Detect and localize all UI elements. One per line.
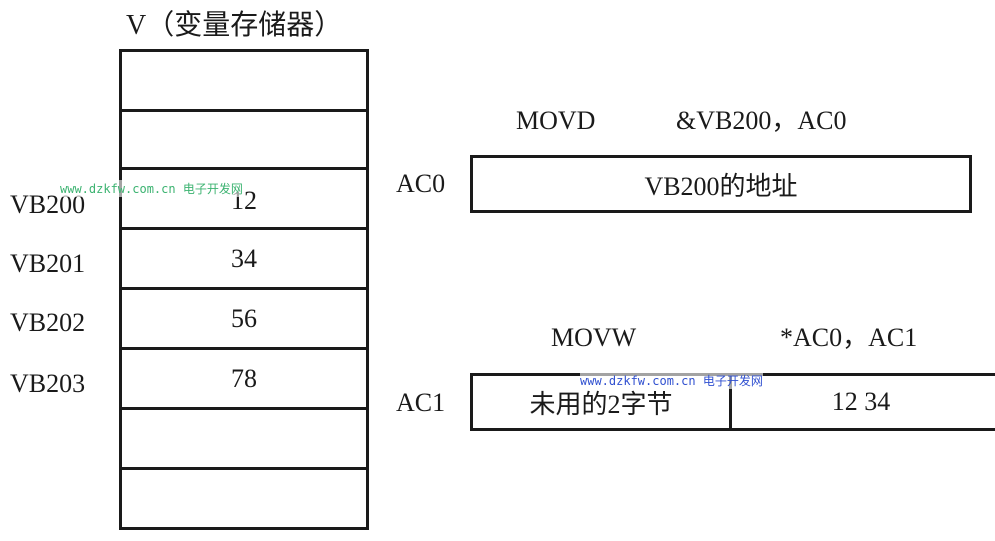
address-label: VB201	[10, 249, 86, 278]
ac0-register: VB200的地址	[470, 155, 972, 213]
memory-title: V（变量存储器）	[126, 10, 343, 41]
address-label: VB202	[10, 308, 86, 337]
memory-cell	[119, 110, 369, 170]
instr1-args: &VB200，AC0	[676, 106, 847, 135]
ac1-label: AC1	[396, 388, 446, 417]
instr1-op: MOVD	[516, 106, 596, 135]
memory-cell: 78	[119, 350, 369, 410]
memory-cell: 56	[119, 290, 369, 350]
memory-cell: 34	[119, 230, 369, 290]
watermark: www.dzkfw.com.cn 电子开发网	[60, 180, 243, 197]
memory-cell	[119, 470, 369, 530]
instr2-args: *AC0，AC1	[780, 323, 918, 352]
ac0-label: AC0	[396, 169, 446, 198]
address-label: VB203	[10, 369, 86, 398]
instr2-op: MOVW	[551, 323, 637, 352]
memory-cell: 12	[119, 170, 369, 230]
ac1-low-bytes: 12 34	[831, 387, 891, 416]
ac0-content: VB200的地址	[644, 171, 798, 201]
ac1-high-bytes: 未用的2字节	[473, 376, 732, 428]
memory-cell	[119, 49, 369, 112]
watermark: www.dzkfw.com.cn 电子开发网	[580, 372, 763, 389]
watermark-url: www.dzkfw.com.cn	[60, 182, 176, 196]
memory-cell	[119, 410, 369, 470]
watermark-name: 电子开发网	[182, 182, 243, 196]
watermark-url: www.dzkfw.com.cn	[580, 374, 696, 388]
watermark-name: 电子开发网	[702, 374, 763, 388]
